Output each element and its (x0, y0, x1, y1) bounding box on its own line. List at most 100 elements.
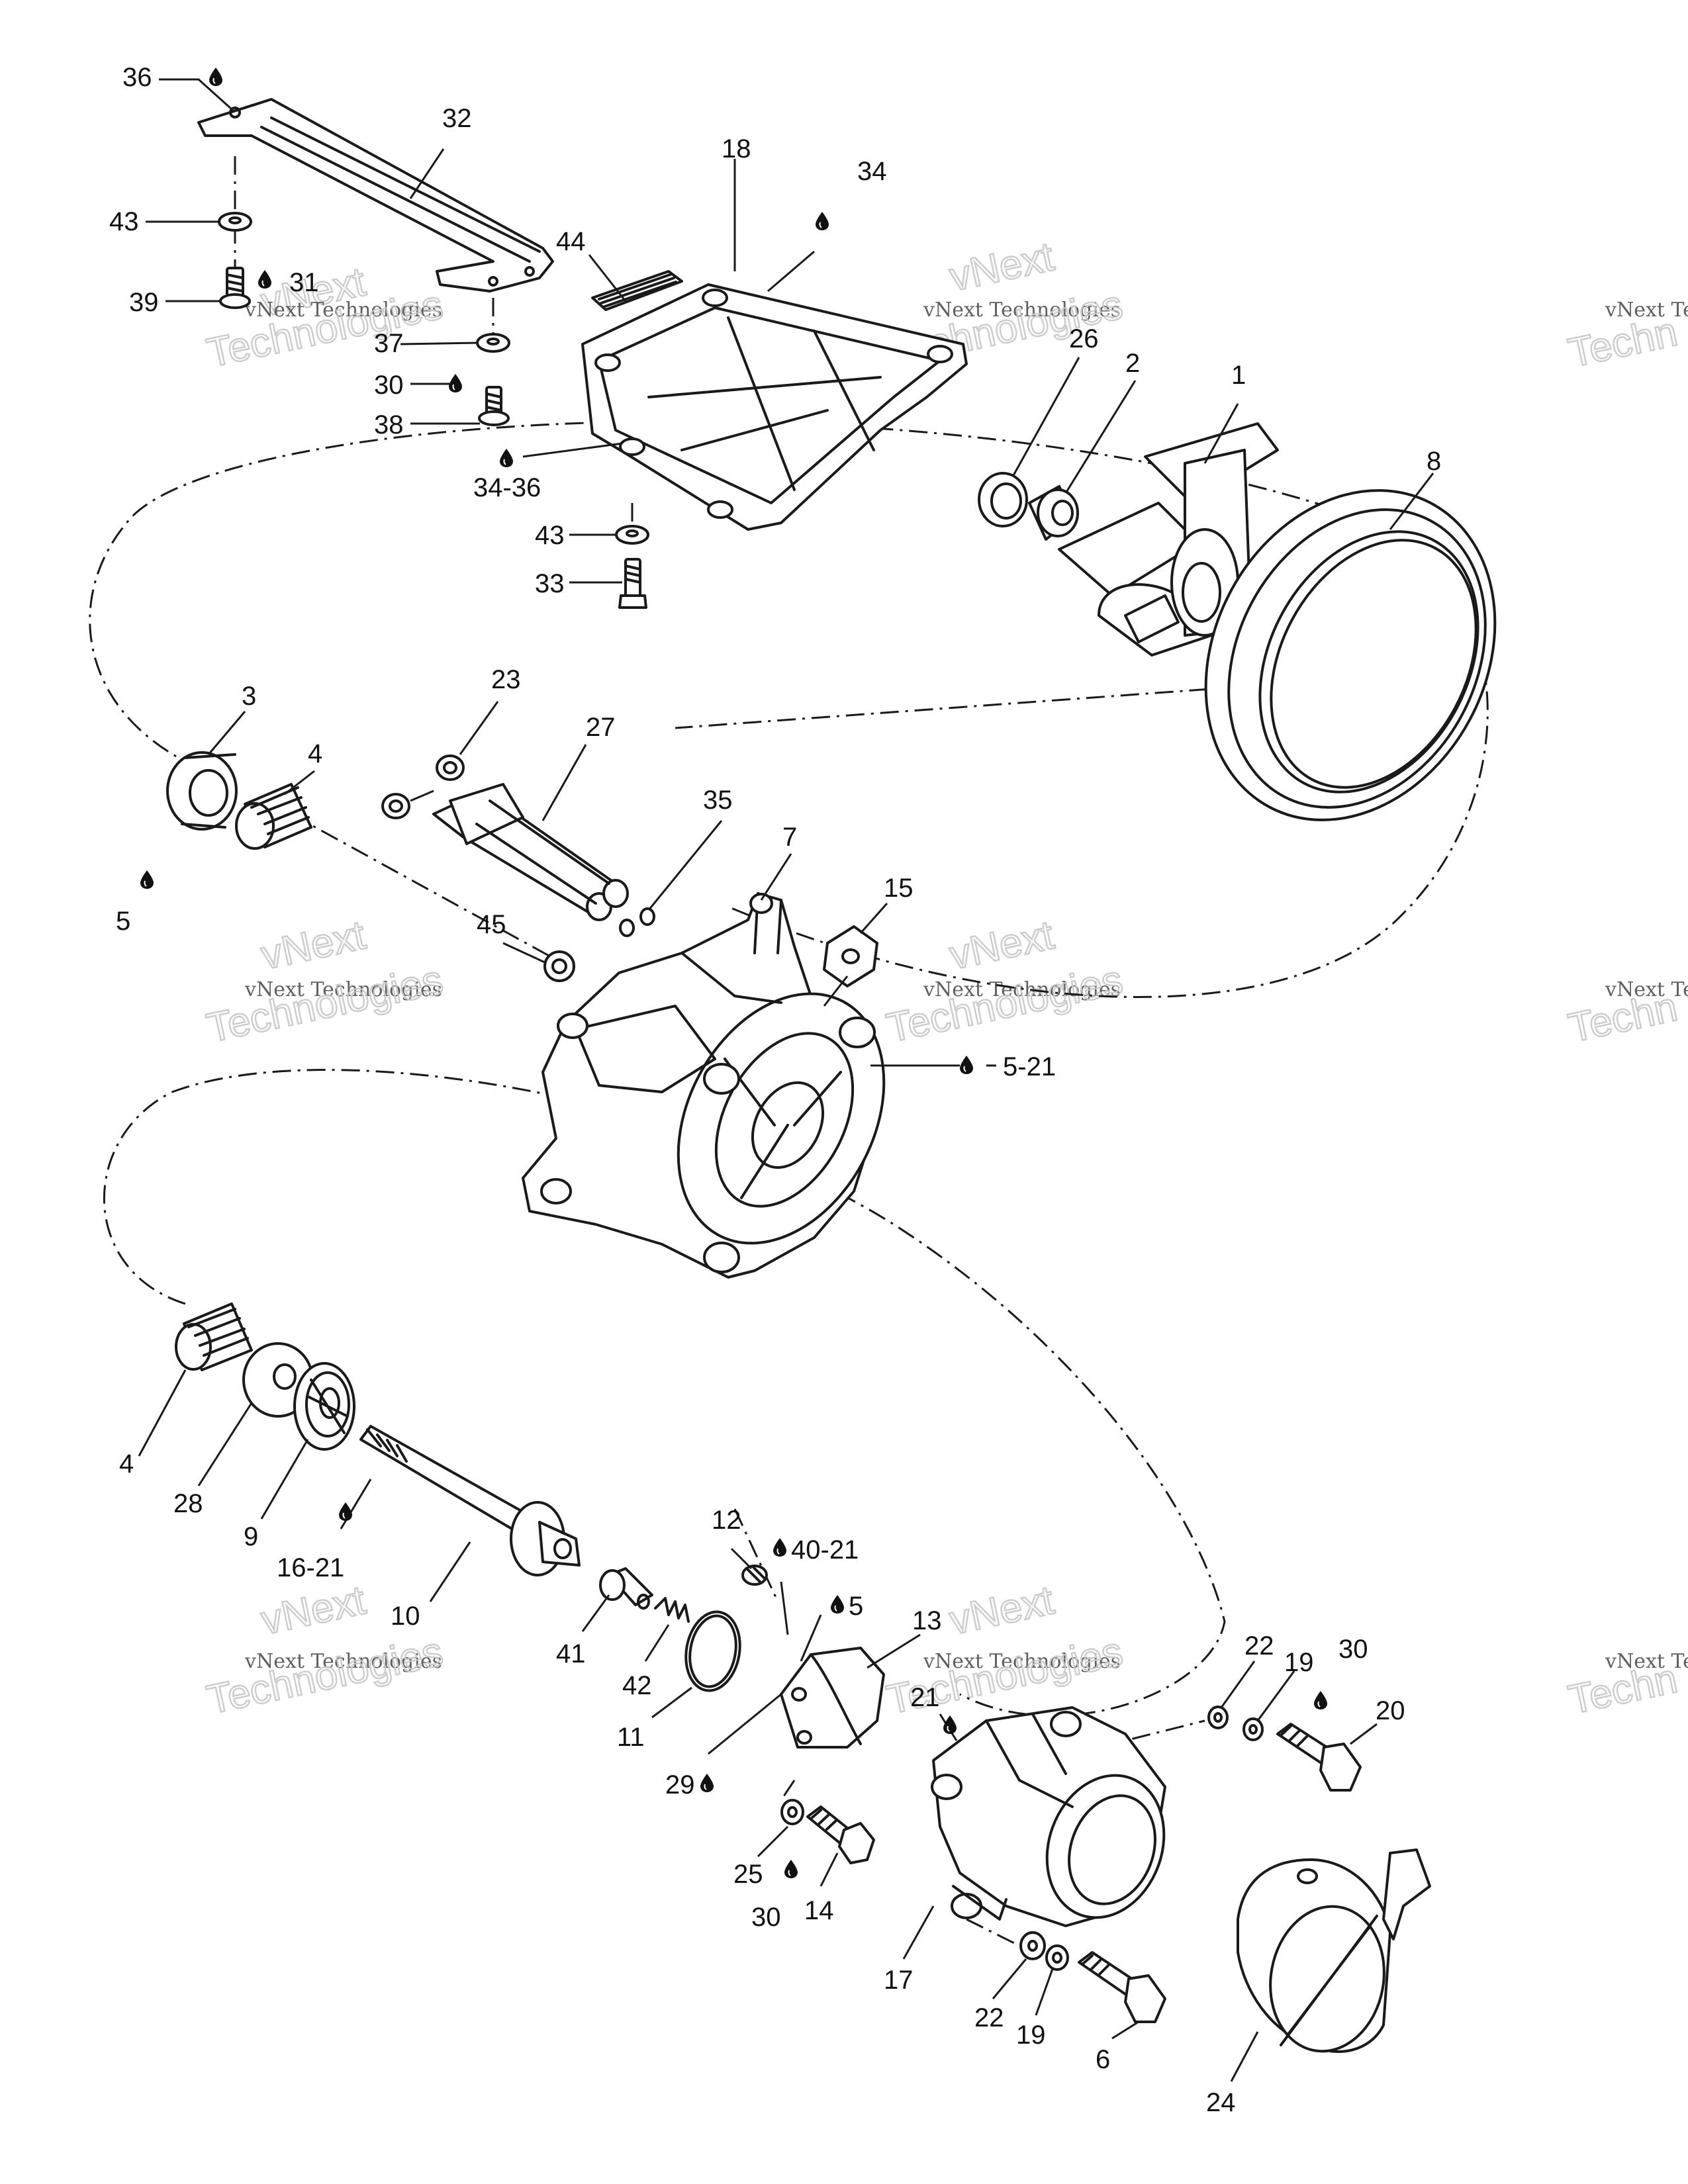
callout-14: 14 (804, 1896, 834, 1925)
drop-icon-5b (831, 1595, 844, 1614)
callout-43-lower: 43 (535, 521, 565, 550)
part-11-o-ring (684, 1610, 741, 1692)
callout-45: 45 (477, 910, 506, 939)
part-2-cap (1028, 485, 1079, 541)
part-27-tube-assembly (432, 783, 629, 921)
part-20-bolt (1276, 1723, 1362, 1792)
svg-text:vNext: vNext (946, 234, 1058, 300)
callout-35: 35 (703, 786, 733, 815)
svg-text:vNext Technologies: vNext Technologies (244, 298, 442, 322)
svg-text:vNext Technologies: vNext Technologies (923, 298, 1121, 322)
part-26-ring (978, 472, 1028, 527)
part-42-spring (654, 1597, 690, 1623)
leader-lines (138, 78, 1434, 2082)
callout-8: 8 (1427, 447, 1441, 476)
callout-32: 32 (442, 104, 472, 133)
callout-23: 23 (491, 665, 521, 694)
part-4-needle-bearing-lower (175, 1302, 253, 1371)
part-17-venturi (931, 1706, 1166, 1927)
drop-icon-36 (209, 68, 222, 86)
part-22-washer-upper (1207, 1706, 1229, 1729)
callout-25: 25 (733, 1860, 763, 1889)
drop-icon-40-21 (773, 1538, 786, 1557)
svg-text:vNext: vNext (946, 1577, 1058, 1643)
svg-text:vNext Technologies: vNext Technologies (923, 1650, 1121, 1673)
svg-text:vNext Te: vNext Te (1605, 298, 1688, 322)
svg-text:vNext Technologies: vNext Technologies (244, 1650, 442, 1673)
svg-text:Technologies: Technologies (203, 957, 447, 1052)
svg-text:vNext: vNext (258, 1577, 369, 1643)
part-6-bolt (1078, 1951, 1166, 2023)
callout-31: 31 (289, 268, 319, 297)
part-23-bushing-b (381, 793, 410, 819)
svg-text:vNext Te: vNext Te (1605, 1650, 1688, 1673)
callout-1: 1 (1231, 361, 1246, 390)
drop-icon-30a (449, 374, 462, 392)
callout-3: 3 (242, 682, 256, 711)
part-44-grille (591, 270, 683, 311)
watermark-bottom-left: vNext vNext Technologies Technologies (202, 1576, 447, 1724)
part-25-washer (780, 1799, 804, 1825)
callout-5-21: 5-21 (1003, 1052, 1056, 1081)
callout-5-lower: 5 (849, 1592, 863, 1621)
drop-icon-16-21 (339, 1502, 352, 1521)
part-43-washer-lower (615, 525, 649, 545)
part-13-impeller-cover (780, 1647, 885, 1749)
svg-text:vNext Te: vNext Te (1605, 978, 1688, 1001)
part-18-ride-plate (581, 283, 968, 531)
callout-22-upper: 22 (1244, 1631, 1274, 1661)
callout-12: 12 (712, 1506, 741, 1535)
callout-44: 44 (556, 227, 586, 256)
svg-text:Technologies: Technologies (203, 1629, 447, 1723)
callout-6: 6 (1096, 2045, 1110, 2074)
callout-5-upper: 5 (116, 907, 130, 936)
part-8-wear-ring (1204, 489, 1497, 821)
callout-18: 18 (722, 134, 751, 163)
callout-34: 34 (857, 157, 887, 186)
callout-37: 37 (374, 329, 404, 358)
drop-icon-5a (140, 870, 154, 889)
callout-2: 2 (1125, 349, 1140, 378)
callout-26: 26 (1069, 324, 1099, 353)
svg-text:vNext Technologies: vNext Technologies (244, 978, 442, 1001)
callout-10: 10 (391, 1602, 420, 1631)
watermark-mid-right: vNext Te Techn (1564, 978, 1688, 1052)
callout-27: 27 (586, 713, 616, 742)
watermark-mid-left: vNext vNext Technologies Technologies (202, 911, 447, 1052)
drop-icon-5-21 (960, 1056, 973, 1074)
callout-13: 13 (912, 1606, 942, 1635)
drop-icon-31 (258, 270, 271, 289)
callout-19-upper: 19 (1284, 1648, 1314, 1677)
callout-21: 21 (910, 1683, 940, 1712)
part-41-plug (599, 1567, 653, 1610)
svg-text:Techn: Techn (1565, 309, 1681, 377)
callout-33: 33 (535, 569, 565, 598)
callout-11: 11 (617, 1723, 645, 1752)
callout-39: 39 (129, 288, 159, 317)
callout-30-bottom: 30 (751, 1903, 781, 1932)
part-23-bushing-a (436, 754, 465, 781)
drop-icon-30b (1314, 1691, 1327, 1709)
watermark-mid-center: vNext vNext Technologies Technologies (882, 911, 1127, 1052)
drop-icon-30c (784, 1860, 798, 1878)
part-22-washer-lower (1019, 1931, 1046, 1960)
callout-43-upper: 43 (109, 207, 139, 236)
drop-icon-21 (943, 1715, 957, 1734)
callout-34-36: 34-36 (473, 473, 541, 502)
svg-text:Technologies: Technologies (883, 957, 1127, 1052)
part-9-thrust-bearing (293, 1362, 355, 1451)
drop-icon-34-36 (500, 449, 513, 467)
callout-7: 7 (782, 823, 797, 852)
callout-20: 20 (1376, 1696, 1405, 1725)
callout-22-lower: 22 (974, 2003, 1004, 2032)
part-4-needle-bearing-upper (235, 783, 312, 850)
svg-text:Techn: Techn (1565, 1656, 1681, 1723)
part-32-support (197, 98, 554, 293)
svg-text:vNext: vNext (258, 912, 369, 978)
callout-4-lower: 4 (119, 1449, 134, 1479)
part-45-bushing (543, 950, 575, 982)
callout-42: 42 (622, 1671, 652, 1700)
part-19-lockwasher-lower (1045, 1944, 1069, 1971)
callout-19-lower: 19 (1016, 2021, 1046, 2050)
